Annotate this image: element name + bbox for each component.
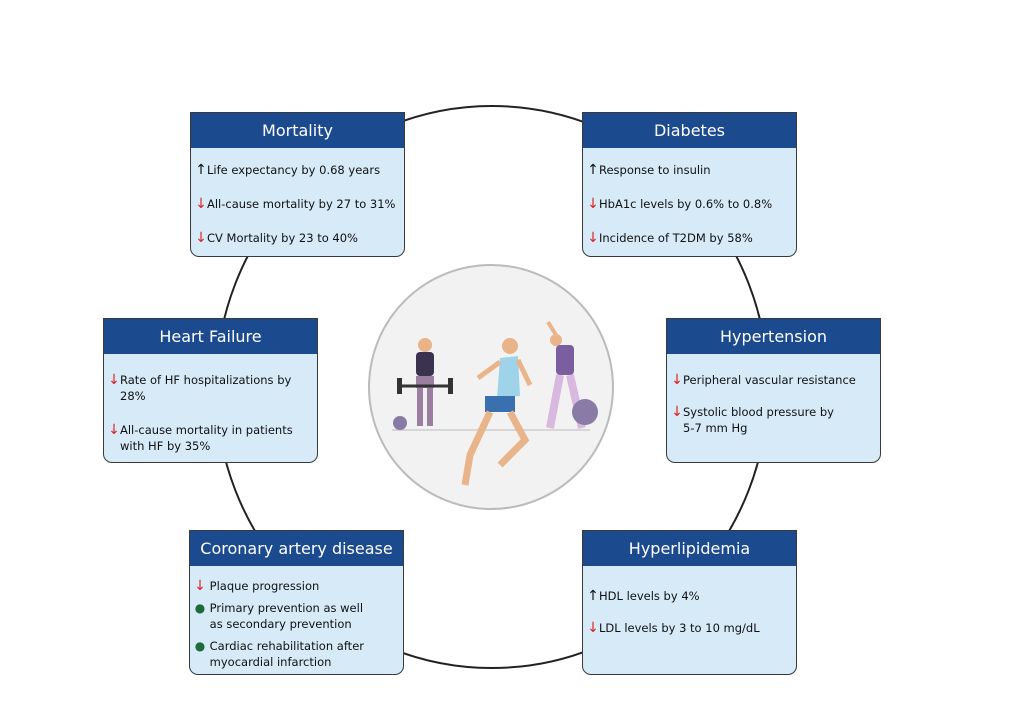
item-text: Plaque progression	[209, 579, 320, 593]
list-item: ↓All-cause mortality by 27 to 31%	[195, 196, 398, 212]
item-text: Life expectancy by 0.68 years	[207, 163, 381, 177]
item-text: Peripheral vascular resistance	[683, 373, 856, 387]
arrow-up-icon: ↑	[195, 162, 207, 178]
list-item: ↑HDL levels by 4%	[587, 588, 790, 604]
box-title: Heart Failure	[104, 319, 317, 354]
item-text: HDL levels by 4%	[599, 589, 700, 603]
bullet-dot-icon: ●	[194, 639, 206, 653]
mortality-box: Mortality ↑Life expectancy by 0.68 years…	[190, 112, 405, 257]
item-text: Incidence of T2DM by 58%	[599, 231, 753, 245]
list-item: ↓Peripheral vascular resistance	[671, 372, 874, 388]
list-item: ● Cardiac rehabilitation after myocardia…	[194, 638, 373, 670]
coronary-artery-disease-box: Coronary artery disease ↓ Plaque progres…	[189, 530, 404, 675]
item-text: Primary prevention as well as secondary …	[209, 601, 364, 631]
arrow-down-icon: ↓	[671, 404, 683, 420]
box-title: Hypertension	[667, 319, 880, 354]
hypertension-box: Hypertension ↓Peripheral vascular resist…	[666, 318, 881, 463]
item-text: LDL levels by 3 to 10 mg/dL	[599, 621, 760, 635]
arrow-up-icon: ↑	[587, 588, 599, 604]
item-text: CV Mortality by 23 to 40%	[207, 231, 358, 245]
arrow-down-icon: ↓	[587, 230, 599, 246]
list-item: ↓CV Mortality by 23 to 40%	[195, 230, 398, 246]
item-text: HbA1c levels by 0.6% to 0.8%	[599, 197, 773, 211]
item-text: Cardiac rehabilitation after myocardial …	[209, 639, 364, 669]
list-item: ↓HbA1c levels by 0.6% to 0.8%	[587, 196, 790, 212]
bullet-dot-icon: ●	[194, 601, 206, 615]
box-title: Diabetes	[583, 113, 796, 148]
box-title: Hyperlipidemia	[583, 531, 796, 566]
list-item: ↓All-cause mortality in patients with HF…	[108, 422, 311, 454]
item-text: Response to insulin	[599, 163, 711, 177]
list-item: ↓LDL levels by 3 to 10 mg/dL	[587, 620, 790, 636]
list-item: ● Primary prevention as well as secondar…	[194, 600, 373, 632]
list-item: ↑Response to insulin	[587, 162, 790, 178]
item-text: All-cause mortality by 27 to 31%	[207, 197, 396, 211]
list-item: ↓ Plaque progression	[194, 578, 373, 594]
arrow-down-icon: ↓	[587, 196, 599, 212]
item-text: All-cause mortality in patients with HF …	[120, 423, 293, 453]
arrow-down-icon: ↓	[671, 372, 683, 388]
box-title: Coronary artery disease	[190, 531, 403, 566]
arrow-down-icon: ↓	[587, 620, 599, 636]
arrow-down-icon: ↓	[195, 230, 207, 246]
list-item: ↓Rate of HF hospitalizations by 28%	[108, 372, 311, 404]
item-text: Systolic blood pressure by 5-7 mm Hg	[683, 405, 834, 435]
exercise-illustration	[392, 320, 598, 486]
box-title: Mortality	[191, 113, 404, 148]
diabetes-box: Diabetes ↑Response to insulin ↓HbA1c lev…	[582, 112, 797, 257]
list-item: ↓Systolic blood pressure by 5-7 mm Hg	[671, 404, 874, 436]
list-item: ↑Life expectancy by 0.68 years	[195, 162, 398, 178]
arrow-down-icon: ↓	[194, 578, 206, 594]
arrow-down-icon: ↓	[108, 422, 120, 438]
arrow-down-icon: ↓	[108, 372, 120, 388]
hyperlipidemia-box: Hyperlipidemia ↑HDL levels by 4% ↓LDL le…	[582, 530, 797, 675]
heart-failure-box: Heart Failure ↓Rate of HF hospitalizatio…	[103, 318, 318, 463]
list-item: ↓Incidence of T2DM by 58%	[587, 230, 790, 246]
item-text: Rate of HF hospitalizations by 28%	[120, 373, 292, 403]
arrow-down-icon: ↓	[195, 196, 207, 212]
arrow-up-icon: ↑	[587, 162, 599, 178]
